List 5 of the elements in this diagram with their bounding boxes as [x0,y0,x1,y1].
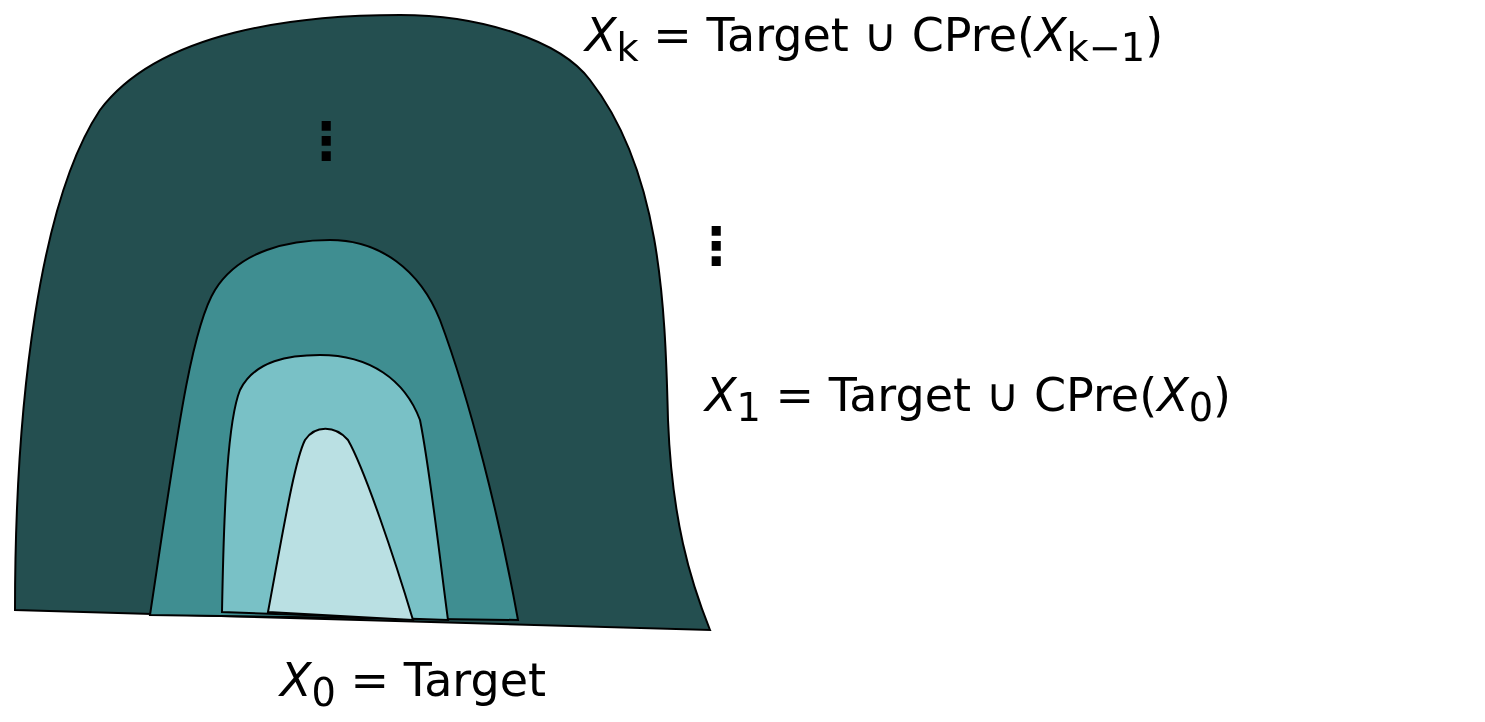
formula-label: X$_{k}$ = Target ∪ CPre(X$_{k−1}$) [585,10,1164,70]
formula-label: X$_{1}$ = Target ∪ CPre(X$_{0}$) [705,370,1231,430]
ellipsis-mark: ⋮ [690,220,742,272]
ellipsis-mark: ⋮ [300,115,352,167]
formula-label: X$_{0}$ = Target [280,655,546,715]
